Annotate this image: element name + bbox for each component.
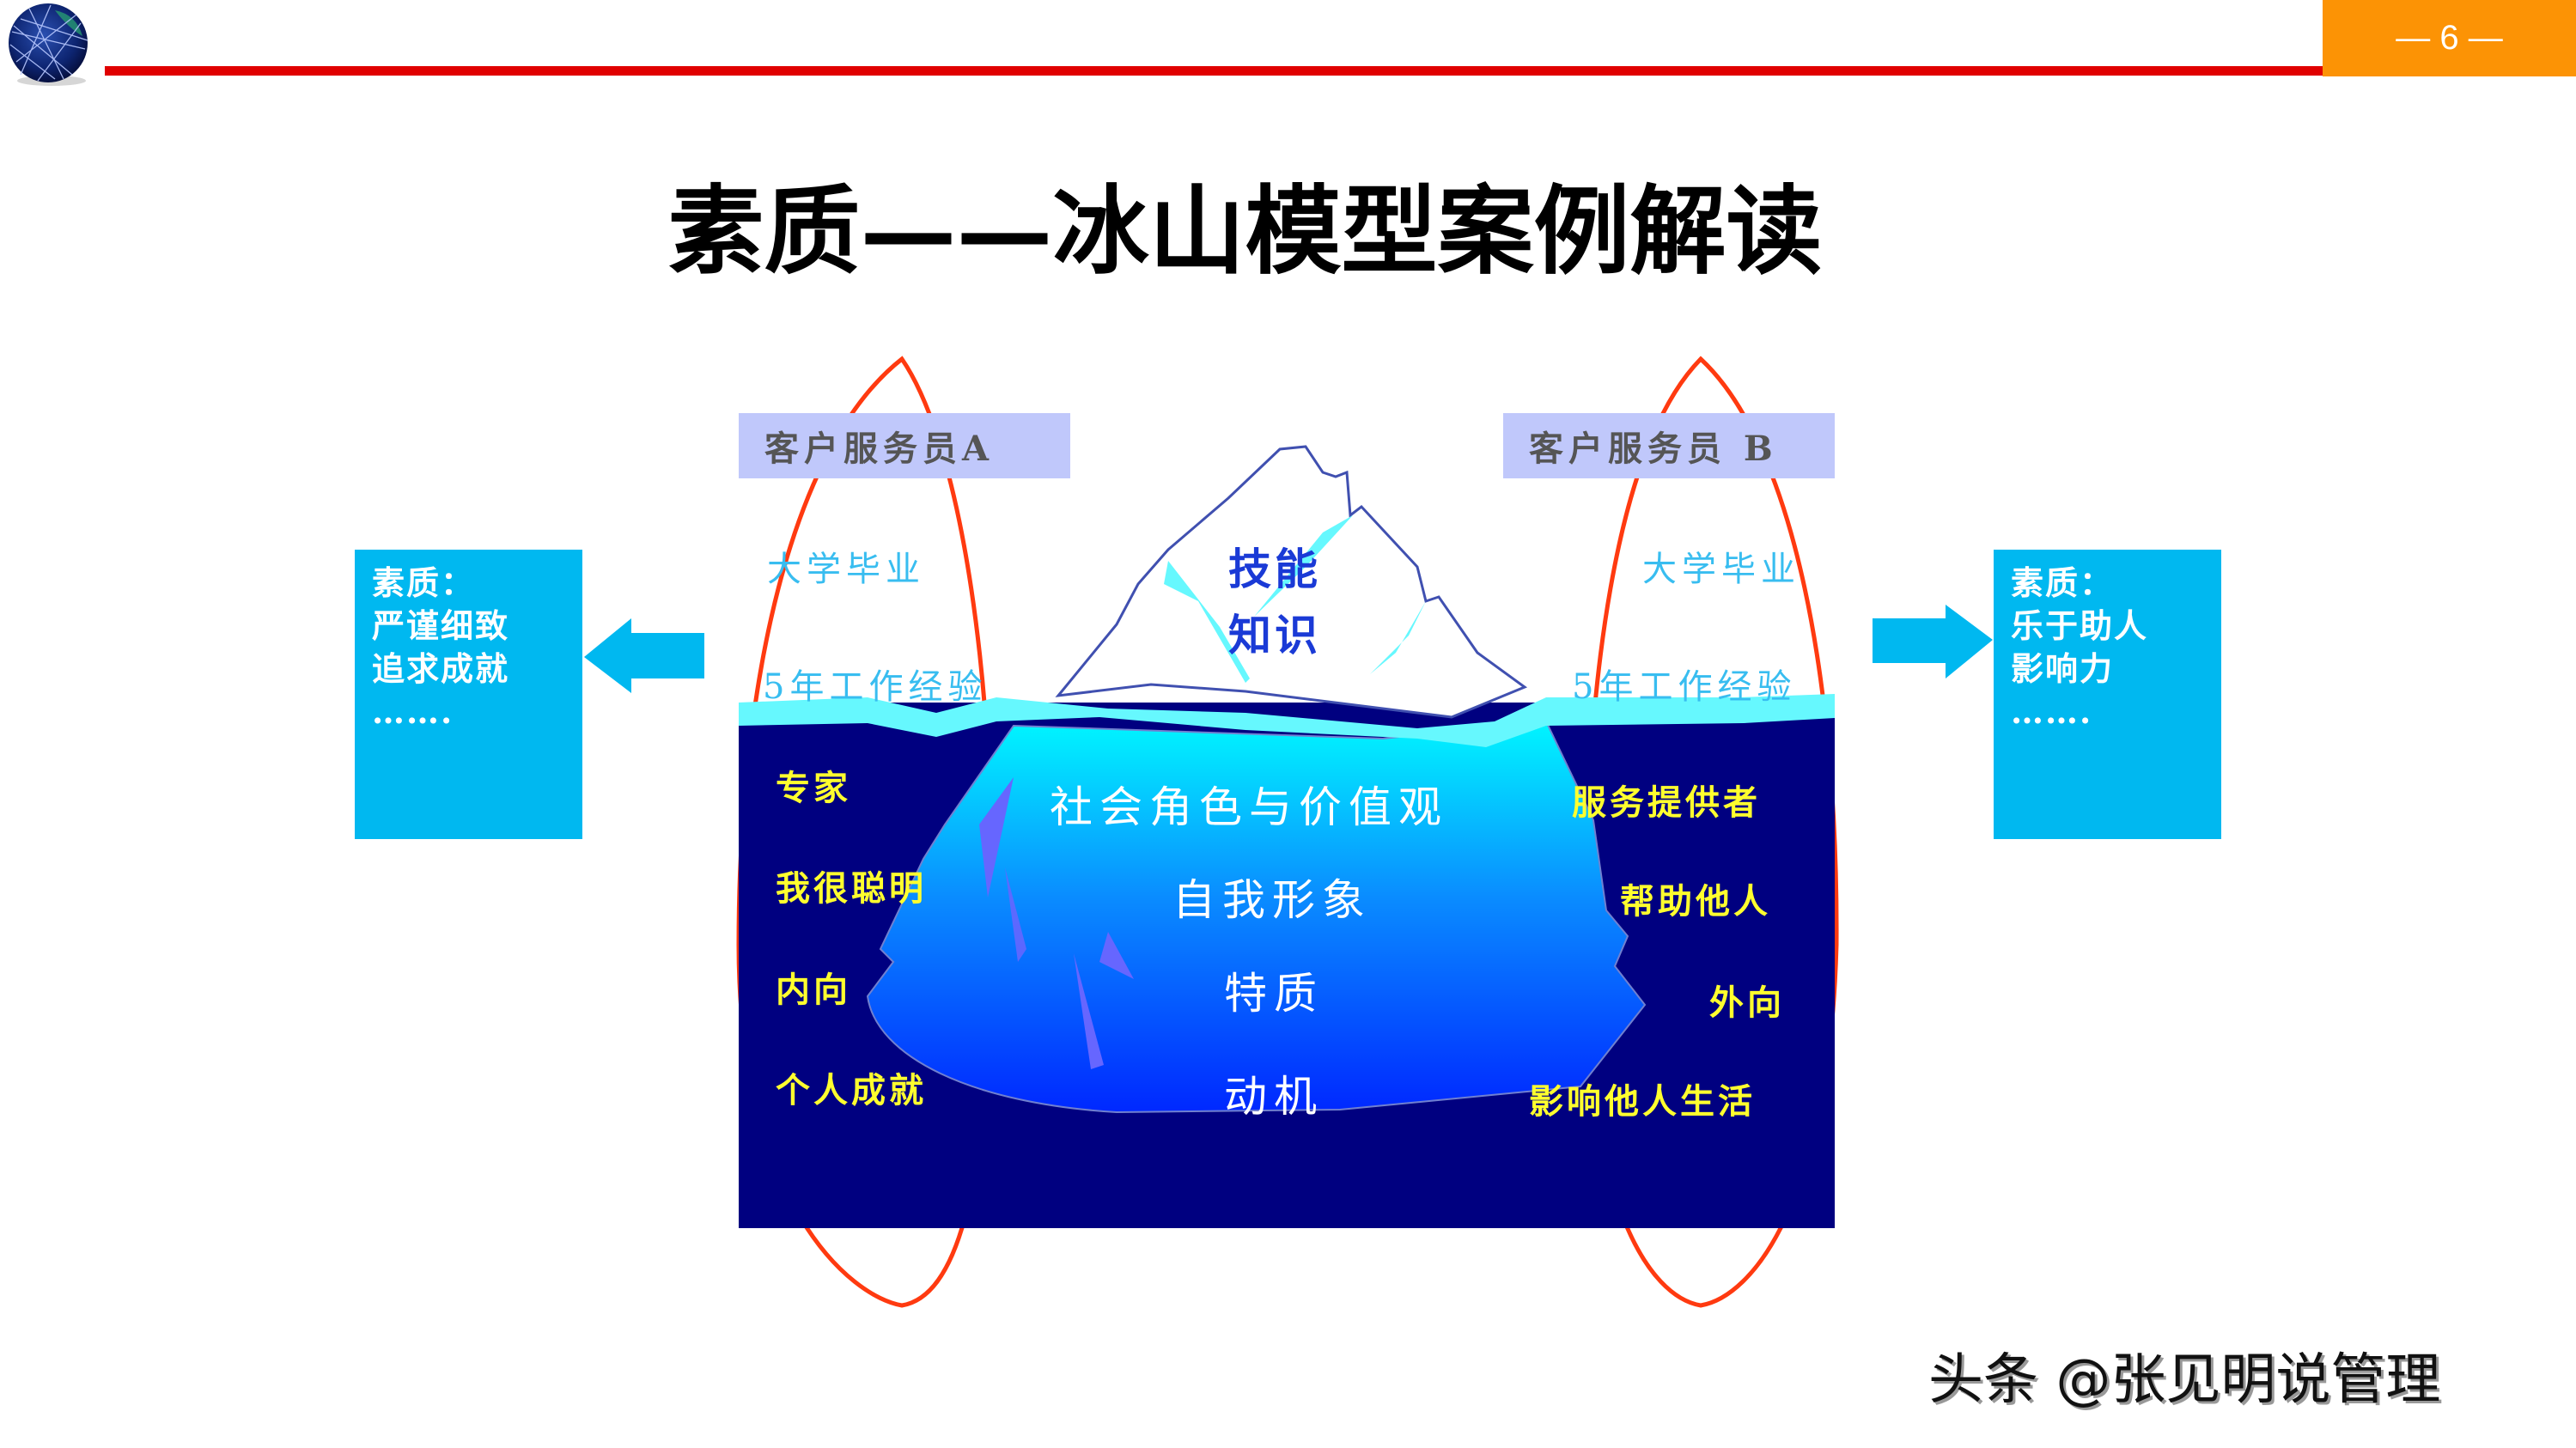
header-accent-bar [105, 66, 2325, 76]
competency-heading: 素质： [2011, 563, 2115, 602]
employee-a-motive: 个人成就 [776, 1070, 927, 1110]
right-arrow-icon [1873, 605, 1993, 678]
employee-b-experience: 5年工作经验 [1572, 667, 1797, 707]
employee-a-self-image: 我很聪明 [776, 868, 927, 909]
competency-heading: 素质： [372, 563, 476, 602]
employee-a-education: 大学毕业 [767, 550, 925, 589]
right-employee-ellipse [1582, 356, 1839, 1308]
submerged-label-motives: 动机 [1224, 1072, 1324, 1122]
globe-logo-icon [9, 3, 88, 86]
watermark: 头条 @张见明说管理 [1928, 1348, 2441, 1412]
employee-b-trait: 外向 [1709, 983, 1785, 1023]
competency-line: ……. [372, 692, 454, 731]
submerged-label-traits: 特质 [1224, 969, 1324, 1019]
submerged-label-social-role: 社会角色与价值观 [1050, 782, 1448, 832]
tip-label-skills: 技能 [1228, 544, 1321, 594]
competency-box-a: 素质： 严谨细致 追求成就 ……. [355, 550, 582, 839]
competency-line: ……. [2011, 692, 2093, 731]
page-number-badge: — 6 — [2323, 0, 2576, 76]
employee-a-role: 专家 [776, 768, 851, 808]
left-employee-ellipse [736, 356, 995, 1308]
employee-b-motive: 影响他人生活 [1529, 1081, 1756, 1122]
employee-a-header: 客户服务员A [739, 413, 1070, 478]
employee-b-education: 大学毕业 [1642, 550, 1800, 589]
employee-a-trait: 内向 [776, 970, 851, 1010]
employee-a-experience: 5年工作经验 [763, 667, 988, 707]
employee-b-role: 服务提供者 [1572, 782, 1761, 823]
competency-line: 严谨细致 [372, 606, 510, 645]
competency-line: 乐于助人 [2011, 606, 2149, 645]
competency-line: 影响力 [2011, 649, 2115, 688]
slide-title: 素质——冰山模型案例解读 [667, 175, 1823, 288]
page-number: — 6 — [2396, 19, 2503, 57]
waterline [739, 694, 1835, 747]
submerged-label-self-image: 自我形象 [1172, 875, 1372, 925]
competency-box-b: 素质： 乐于助人 影响力 ……. [1994, 550, 2221, 839]
employee-b-header: 客户服务员 B [1503, 413, 1835, 478]
iceberg-tip [1055, 445, 1528, 719]
employee-b-self-image: 帮助他人 [1620, 881, 1771, 922]
left-arrow-icon [584, 618, 704, 693]
competency-line: 追求成就 [372, 649, 510, 688]
submerged-iceberg [866, 720, 1647, 1114]
tip-label-knowledge: 知识 [1228, 610, 1321, 660]
